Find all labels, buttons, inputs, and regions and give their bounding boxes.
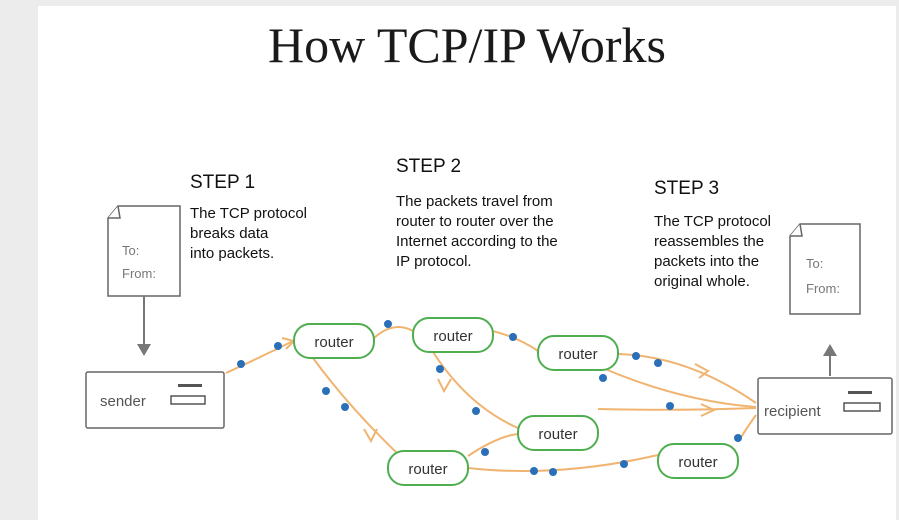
packet-12 (481, 448, 489, 456)
arrow-head-3 (363, 428, 378, 444)
step-1-line: The TCP protocol (190, 205, 308, 222)
packet-8 (322, 387, 330, 395)
envelope-from-label-right: From: (806, 281, 840, 296)
step-3-line: reassembles the (654, 233, 765, 250)
down-arrow-icon (137, 344, 151, 356)
router-label: router (314, 334, 353, 351)
sender-label: sender (100, 393, 146, 410)
packet-14 (530, 467, 538, 475)
envelope-fold (108, 205, 121, 219)
packet-2 (274, 342, 282, 350)
tcp-ip-diagram: To: From: To: From: sender recipient (85, 205, 893, 486)
step-2-line: router to router over the (396, 213, 554, 230)
envelope-from-label: From: (122, 266, 156, 281)
packet-11 (472, 407, 480, 415)
step-2-line: IP protocol. (396, 253, 472, 270)
step-3-line: packets into the (654, 253, 760, 270)
router-4: router (517, 415, 599, 451)
router-label: router (408, 461, 447, 478)
link-r1-r2 (372, 325, 414, 340)
up-arrow-icon (823, 344, 837, 356)
link-r2-r4 (432, 351, 519, 429)
packet-10 (436, 365, 444, 373)
link-r1-r6 (312, 357, 399, 455)
page-title: How TCP/IP Works (268, 17, 666, 73)
arrow-head-2 (694, 363, 710, 379)
step-3-line: original whole. (654, 273, 750, 290)
packet-6 (654, 359, 662, 367)
packet-16 (620, 460, 628, 468)
router-label: router (678, 454, 717, 471)
step-1-line: breaks data (190, 225, 269, 242)
step-3-heading: STEP 3 (654, 178, 720, 199)
envelope-outline-right (789, 223, 861, 315)
recipient-envelope: To: From: (789, 223, 861, 315)
router-label: router (538, 426, 577, 443)
step-3-line: The TCP protocol (654, 213, 772, 230)
link-r4-recipient (597, 407, 757, 411)
recipient-label: recipient (764, 403, 822, 420)
router-2: router (412, 317, 494, 353)
drive-icon (170, 395, 206, 405)
step-1-heading: STEP 1 (190, 172, 256, 193)
router-label: router (558, 346, 597, 363)
envelope-to-label: To: (122, 243, 139, 258)
router-3: router (537, 335, 619, 371)
packet-5 (632, 352, 640, 360)
step-1-text: The TCP protocol breaks data into packet… (190, 204, 307, 264)
step-2-line: Internet according to the (396, 233, 558, 250)
arrow-head-5 (700, 403, 717, 417)
packet-4 (509, 333, 517, 341)
router-1: router (293, 323, 375, 359)
envelope-to-label-right: To: (806, 256, 823, 271)
packet-17 (734, 434, 742, 442)
packet-3 (384, 320, 392, 328)
packet-13 (666, 402, 674, 410)
drive-icon-right (843, 402, 881, 412)
router-label: router (433, 328, 472, 345)
envelope-fold-right (790, 223, 803, 237)
packet-1 (237, 360, 245, 368)
link-r3-recipient-b (597, 365, 757, 408)
step-2-text: The packets travel from router to router… (396, 192, 558, 272)
packet-7 (599, 374, 607, 382)
sender-node: sender (85, 371, 225, 429)
packet-9 (341, 403, 349, 411)
packet-15 (549, 468, 557, 476)
envelope-outline (107, 205, 181, 297)
recipient-node: recipient (757, 377, 893, 435)
router-6: router (387, 450, 469, 486)
slide: How TCP/IP Works (38, 6, 896, 520)
packets (237, 320, 742, 476)
sender-envelope: To: From: (107, 205, 181, 297)
router-5: router (657, 443, 739, 479)
drive-slot-icon-right (848, 391, 872, 394)
step-2-heading: STEP 2 (396, 156, 462, 177)
step-2-line: The packets travel from (396, 193, 553, 210)
link-r6-r5 (467, 454, 659, 473)
step-3-text: The TCP protocol reassembles the packets… (654, 212, 771, 292)
drive-slot-icon (178, 384, 202, 387)
link-r6-r4 (467, 433, 519, 457)
link-sender-r1 (225, 340, 294, 374)
step-1-line: into packets. (190, 245, 275, 262)
arrow-head-4 (437, 378, 452, 394)
